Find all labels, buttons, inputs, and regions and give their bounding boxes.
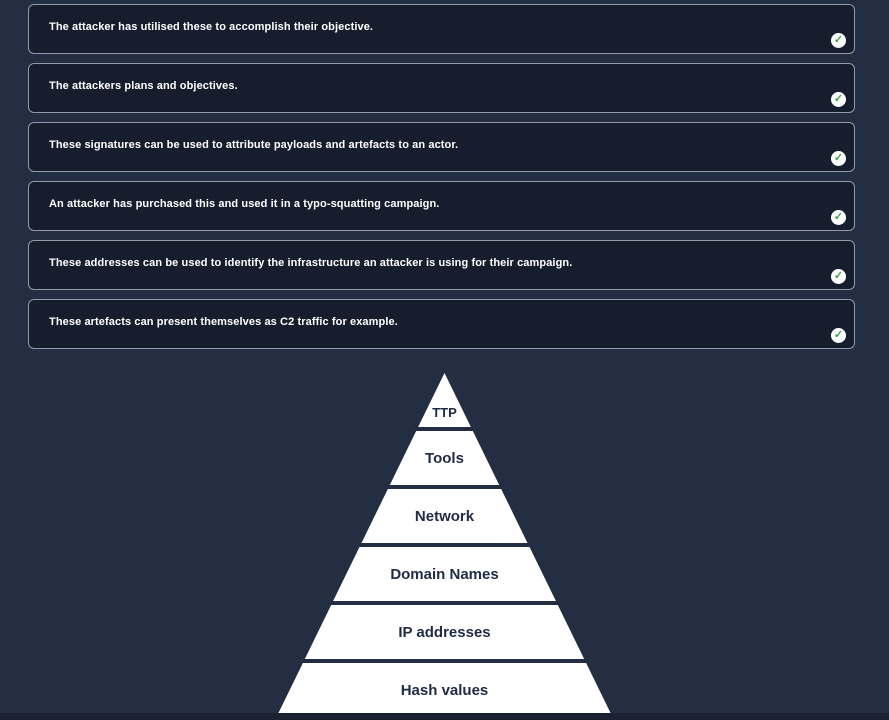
statement-card[interactable]: These signatures can be used to attribut… xyxy=(28,122,855,172)
pyramid-level-network[interactable]: Network xyxy=(361,489,528,543)
statement-card[interactable]: The attacker has utilised these to accom… xyxy=(28,4,855,54)
statement-text: The attackers plans and objectives. xyxy=(49,80,238,92)
check-circle-icon: ✓ xyxy=(831,151,846,166)
statement-card[interactable]: The attackers plans and objectives. ✓ xyxy=(28,63,855,113)
statement-text: These addresses can be used to identify … xyxy=(49,257,573,269)
pyramid-level-ip-addresses[interactable]: IP addresses xyxy=(304,605,585,659)
pyramid-level-tools[interactable]: Tools xyxy=(389,431,500,485)
bottom-divider xyxy=(0,713,889,720)
statement-card-list: The attacker has utilised these to accom… xyxy=(0,0,889,349)
pyramid-level-domain-names[interactable]: Domain Names xyxy=(333,547,556,601)
statement-card[interactable]: An attacker has purchased this and used … xyxy=(28,181,855,231)
pyramid-level-ttp[interactable]: TTP xyxy=(418,373,471,427)
check-circle-icon: ✓ xyxy=(831,210,846,225)
statement-text: These artefacts can present themselves a… xyxy=(49,316,398,328)
pyramid-level-hash-values[interactable]: Hash values xyxy=(276,663,613,717)
check-circle-icon: ✓ xyxy=(831,269,846,284)
check-circle-icon: ✓ xyxy=(831,92,846,107)
statement-card[interactable]: These artefacts can present themselves a… xyxy=(28,299,855,349)
check-circle-icon: ✓ xyxy=(831,328,846,343)
pyramid-of-pain: TTP Tools Network Domain Names IP addres… xyxy=(276,373,613,717)
statement-text: An attacker has purchased this and used … xyxy=(49,198,440,210)
statement-card[interactable]: These addresses can be used to identify … xyxy=(28,240,855,290)
statement-text: The attacker has utilised these to accom… xyxy=(49,21,374,33)
statement-text: These signatures can be used to attribut… xyxy=(49,139,459,151)
check-circle-icon: ✓ xyxy=(831,33,846,48)
